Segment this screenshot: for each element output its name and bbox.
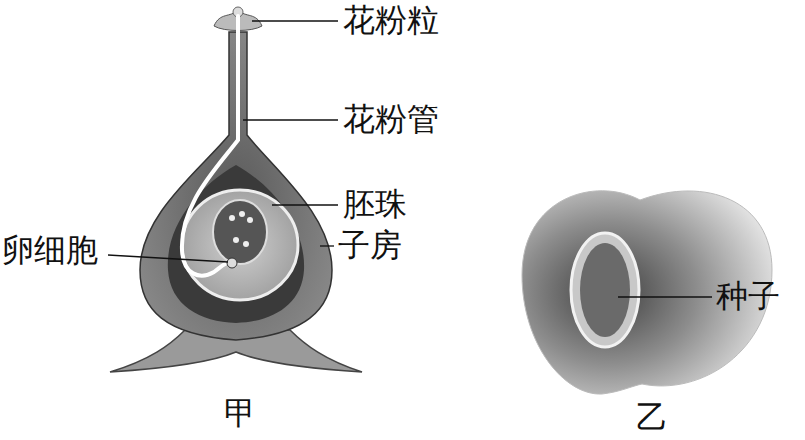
seed — [580, 243, 630, 337]
seed-coat — [571, 233, 639, 347]
part-label: 胚珠 — [343, 187, 407, 222]
part-label: 花粉粒 — [343, 3, 439, 38]
part-label: 甲 — [224, 396, 256, 431]
part-label: 乙 — [636, 400, 668, 435]
embryo-sac — [213, 200, 267, 264]
pollen-tube — [182, 16, 238, 276]
part-label: 花粉管 — [343, 102, 439, 137]
egg-cell — [227, 258, 237, 268]
part-label: 子房 — [338, 228, 402, 263]
part-label: 种子 — [716, 279, 780, 314]
part-label: 卵细胞 — [2, 233, 98, 268]
ovule — [182, 190, 298, 300]
ovary-cavity — [168, 165, 304, 323]
